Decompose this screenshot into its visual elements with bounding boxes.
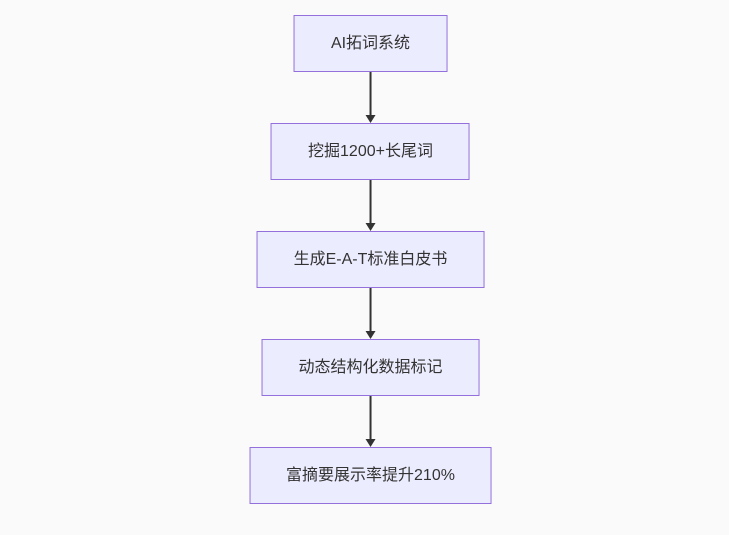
flow-node-generate-eat-whitepaper: 生成E-A-T标准白皮书 — [256, 231, 485, 288]
edge-line — [369, 180, 372, 223]
flow-node-rich-snippet-rate-increase: 富摘要展示率提升210% — [249, 447, 492, 504]
flowchart: AI拓词系统 挖掘1200+长尾词 生成E-A-T标准白皮书 动态结构化数据标记… — [249, 15, 492, 504]
flow-node-mine-longtail-keywords: 挖掘1200+长尾词 — [271, 123, 470, 180]
edge-line — [369, 72, 372, 115]
edge-n2-n3 — [365, 180, 376, 231]
flow-node-dynamic-structured-data-markup: 动态结构化数据标记 — [261, 339, 480, 396]
arrow-down-icon — [365, 331, 376, 339]
edge-line — [369, 396, 372, 439]
edge-n3-n4 — [365, 288, 376, 339]
edge-n4-n5 — [365, 396, 376, 447]
arrow-down-icon — [365, 115, 376, 123]
edge-line — [369, 288, 372, 331]
flow-node-ai-word-expansion-system: AI拓词系统 — [293, 15, 448, 72]
arrow-down-icon — [365, 223, 376, 231]
edge-n1-n2 — [365, 72, 376, 123]
arrow-down-icon — [365, 439, 376, 447]
